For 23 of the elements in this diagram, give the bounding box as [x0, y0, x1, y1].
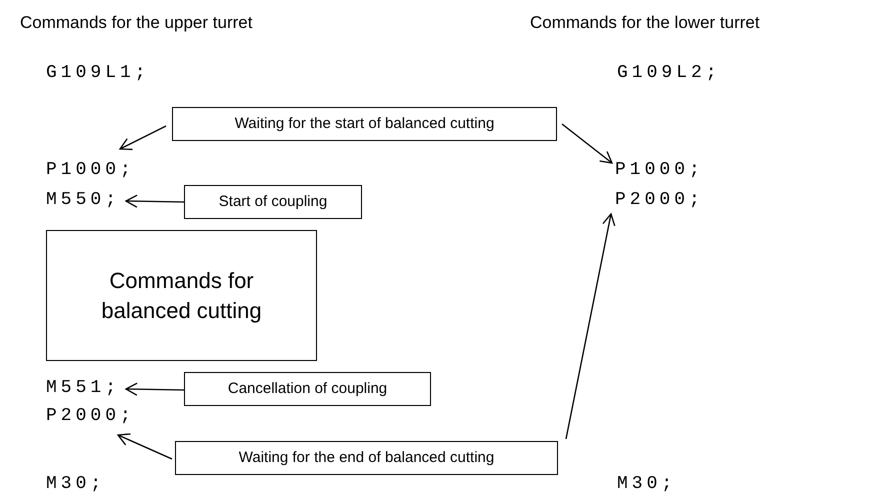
- code-line: M30;: [46, 473, 106, 496]
- code-line: G109L1;: [46, 62, 150, 85]
- arrow: [565, 213, 616, 440]
- arrow: [125, 194, 184, 208]
- callout-box: Cancellation of coupling: [184, 372, 431, 406]
- code-line: P1000;: [615, 158, 711, 182]
- column-heading: Commands for the upper turret: [20, 12, 252, 34]
- callout-box: Waiting for the end of balanced cutting: [175, 441, 558, 475]
- code-line: P1000;: [46, 158, 142, 182]
- arrow: [125, 382, 184, 396]
- code-line: M550;: [46, 188, 126, 212]
- arrow: [119, 125, 166, 150]
- callout-box: Waiting for the start of balanced cutting: [172, 107, 557, 141]
- code-line: M30;: [617, 473, 676, 496]
- callout-box: Start of coupling: [184, 185, 362, 219]
- arrow: [562, 123, 613, 164]
- code-line: P2000;: [615, 188, 711, 212]
- code-line: P2000;: [46, 404, 142, 428]
- process-box: Commands for balanced cutting: [46, 230, 317, 361]
- code-line: G109L2;: [617, 62, 721, 85]
- column-heading: Commands for the lower turret: [530, 12, 760, 34]
- code-line: M551;: [46, 376, 126, 400]
- arrow: [117, 433, 172, 460]
